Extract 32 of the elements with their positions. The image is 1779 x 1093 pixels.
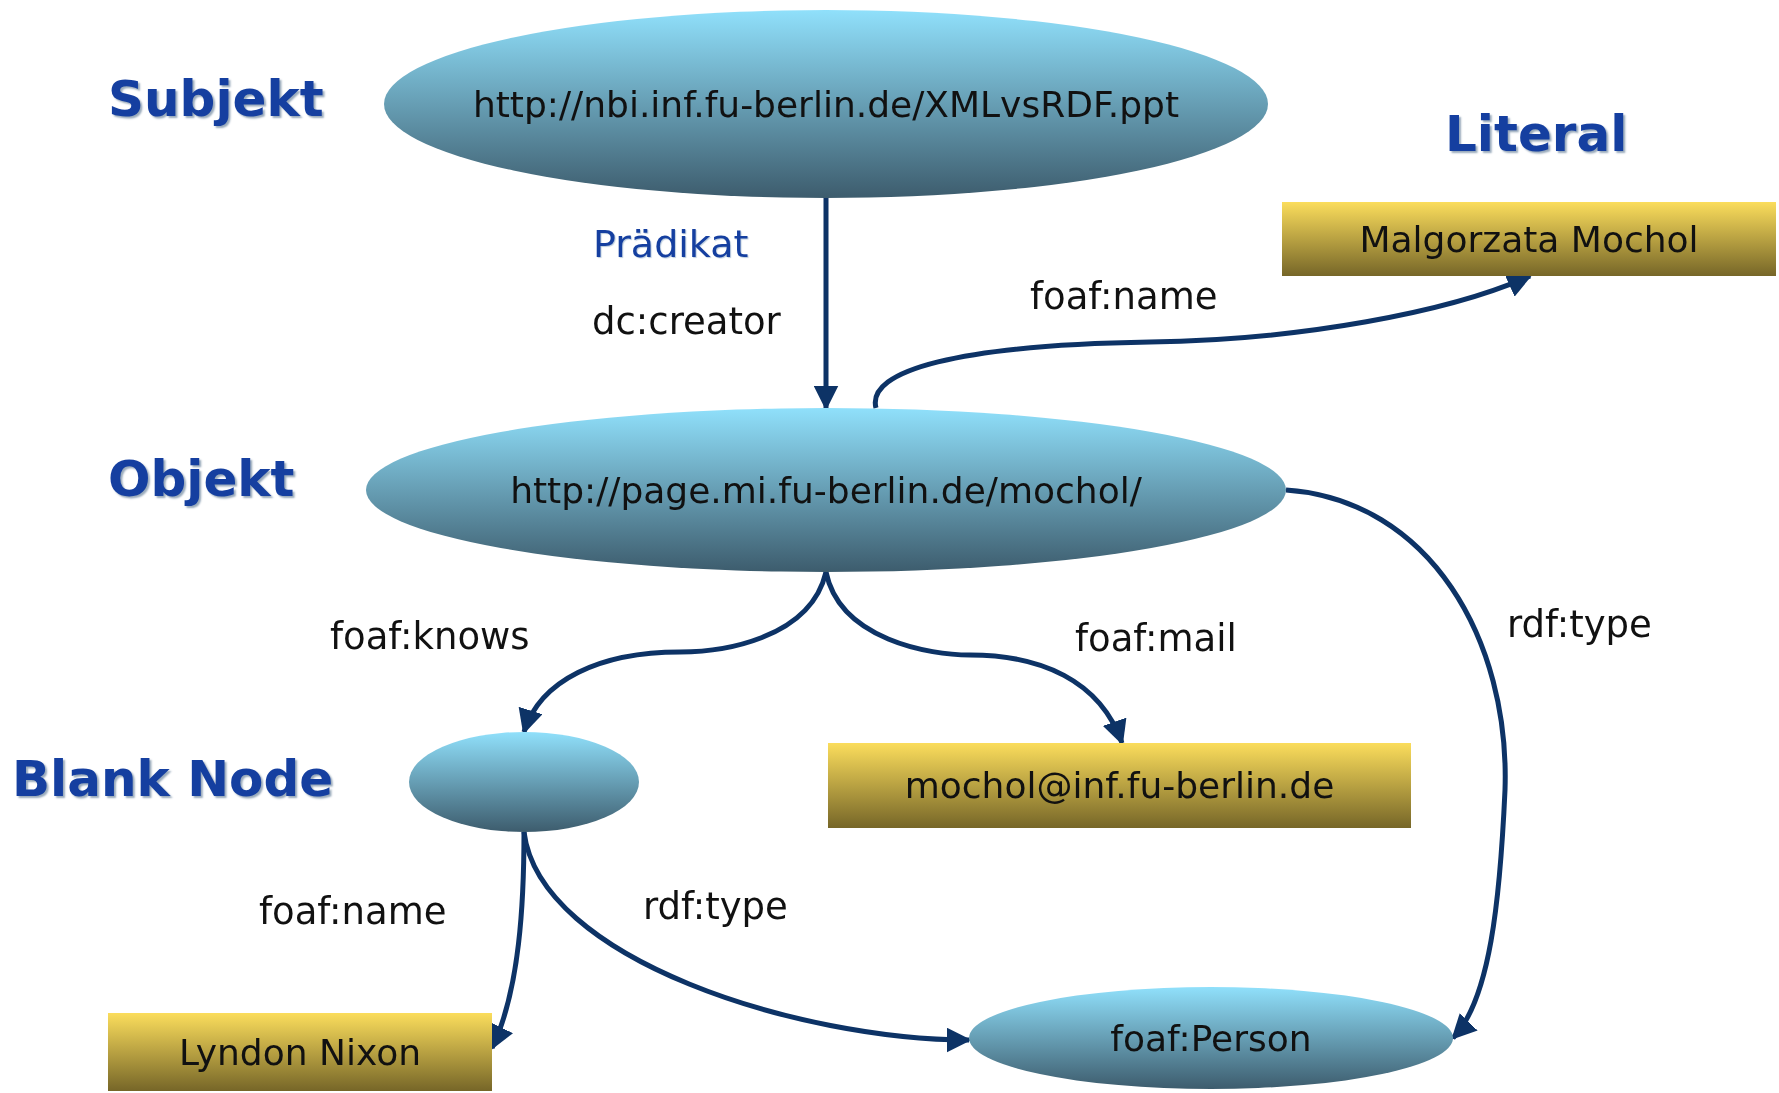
node-text: mochol@inf.fu-berlin.de: [904, 765, 1335, 806]
blank-node-label: Blank Node: [12, 750, 334, 808]
node-text: http://page.mi.fu-berlin.de/mochol/: [510, 469, 1142, 511]
node-text: foaf:Person: [1110, 1017, 1312, 1059]
arrow: [873, 273, 1533, 409]
literal-box: [828, 743, 1411, 828]
edge-label: dc:creator: [592, 300, 781, 343]
resource-ellipse: [384, 10, 1268, 198]
edge-label: foaf:mail: [1075, 617, 1237, 660]
edge-label: foaf:knows: [330, 615, 530, 658]
arrow: [823, 571, 1125, 746]
literal-label: Literal: [1445, 105, 1628, 163]
node-text: Lyndon Nixon: [179, 1031, 421, 1073]
arrow: [1285, 487, 1508, 1040]
node-text: Malgorzata Mochol: [1359, 218, 1699, 260]
object-label: Objekt: [108, 450, 295, 508]
arrow: [489, 832, 527, 1051]
edge-label: rdf:type: [643, 885, 788, 928]
arrow: [520, 571, 829, 735]
resource-ellipse: [409, 732, 639, 832]
literal-box: [1282, 202, 1776, 276]
node-text: http://nbi.inf.fu-berlin.de/XMLvsRDF.ppt: [472, 83, 1180, 125]
resource-ellipse: [366, 408, 1286, 572]
literal-box: [108, 1013, 492, 1091]
subject-label: Subjekt: [108, 70, 324, 128]
resource-ellipse: [969, 987, 1453, 1089]
arrow: [521, 831, 972, 1052]
arrow: [813, 198, 839, 411]
edge-label: foaf:name: [1030, 275, 1218, 318]
predicate-label: Prädikat: [593, 222, 749, 266]
edge-label: rdf:type: [1507, 603, 1652, 646]
edge-label: foaf:name: [259, 890, 447, 933]
